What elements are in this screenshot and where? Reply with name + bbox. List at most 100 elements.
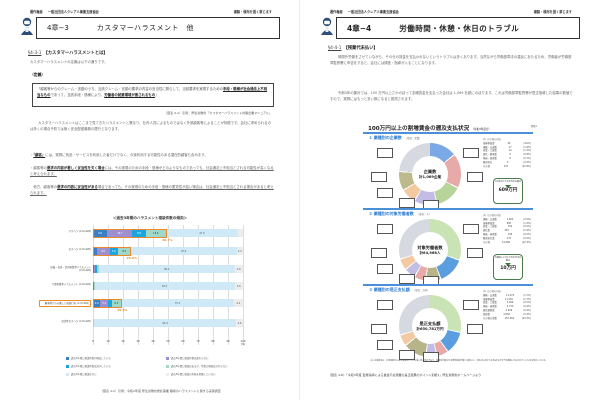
donut-center: 対象労働者数計64,968人 — [412, 232, 448, 268]
breakdown-cell: 教育研究 — [483, 160, 493, 164]
breakdown-cell: 運輸・交通業 — [483, 217, 497, 221]
body-paragraph: 時間外労働をさせていながら、その分の賃金を支払われないというトラブルは多くありま… — [330, 55, 572, 66]
unit-label: （単位：企業） — [404, 137, 422, 140]
breakdown-cell: 14,468 — [501, 240, 510, 244]
definition-text: であって、当該手段・態様により、 — [50, 93, 105, 98]
legend-item: 過去3年間に相談件数が増加している — [66, 356, 166, 360]
bar-segment: 16.7 — [107, 229, 133, 237]
donut-callout — [467, 248, 483, 258]
donut-callout — [463, 300, 479, 310]
category-label: 妊娠・出産・育児休業等ハラスメント (n=6,426) — [50, 266, 91, 273]
breakdown-table-header: (1) その他の内訳 — [483, 214, 501, 217]
copyright-label: 著作権者 — [30, 10, 43, 14]
bullet-text: 他方、顧客等の — [30, 185, 58, 189]
legend-label: 過去3年間に相談の有無を把握していない — [171, 373, 216, 376]
breakdown-cell: 17 — [508, 145, 512, 149]
breakdown-cell: 映画・演劇業 — [483, 156, 497, 160]
breakdown-cell: (1.6%) — [523, 145, 531, 149]
category-label: 介護休業等ハラスメント (n=6,426) — [51, 283, 91, 286]
breakdown-cell: (1.7%) — [523, 297, 531, 301]
donut-callout — [399, 198, 415, 208]
legend-label: 過去3年間に相談件数が増加している — [71, 357, 111, 360]
source-caption: （図表 4-D）「令和3年度 監督指導による賃金不払残業の是正結果のポイント別紙… — [328, 373, 482, 377]
definition-box: 「顧客等からのクレーム・言動のうち、当該クレーム・言動の要求の内容の妥当性に照ら… — [32, 83, 274, 107]
percent-annotation: 48.7% — [162, 238, 173, 242]
bullet-requirement: ・顧客等の要求の内容が著しく妥当性を欠く場合には、その実現のための手段・態様がど… — [30, 165, 274, 177]
arrow-down-icon — [505, 263, 511, 267]
bullet-text: ・顧客等の — [30, 166, 47, 170]
body-paragraph: カスタマーハラスメントはここまで見てきたハラスメントと異なり、社内人員によるもの… — [30, 121, 271, 132]
x-tick-label: 10 — [106, 340, 110, 343]
bullet-text: には、その実現のための手段・態様がどのようなものであっても、社会通念上不相当とさ… — [30, 166, 274, 177]
donut-center-value: 計650,781万円 — [416, 326, 444, 331]
bullet-text: 場合であっても、その実現のための手段・態様の悪質性が高い場合は、社会通念上不相当… — [30, 185, 274, 196]
chapter-title: カスタマーハラスメント 他 — [96, 24, 195, 32]
donut-callout — [377, 188, 393, 198]
x-tick-label: 30 — [136, 340, 140, 343]
breakdown-cell: 9 — [509, 153, 511, 157]
publisher-name: 一般社団法人クレア人事業支援協会 — [47, 10, 99, 14]
publisher-name: 一般社団法人クレア人事業支援協会 — [347, 10, 399, 14]
right-page: 著作権者 一般社団法人クレア人事業支援協会 複製・頒布を固く禁じます 4章−4 … — [300, 0, 600, 400]
legend-swatch — [166, 356, 169, 360]
legend-swatch — [66, 356, 69, 360]
arrow-down-icon — [505, 184, 511, 188]
donut-center: 是正支払額計650,781万円 — [412, 308, 448, 344]
breakdown-cell: (0.4%) — [523, 308, 531, 312]
legend-label: 過去3年間に相談件数は減少している — [71, 365, 111, 368]
donut-callout — [399, 350, 415, 360]
x-tick-label: 50 — [166, 340, 170, 343]
donut-chart: 是正支払額計650,781万円 — [399, 295, 461, 357]
bullet-emphasis: 「顧客」 — [33, 153, 46, 157]
legend-swatch — [66, 364, 69, 368]
donut-center-label: 企業数 — [423, 168, 437, 174]
x-tick-label: 20 — [121, 340, 125, 343]
breakdown-cell: その他 — [483, 240, 490, 244]
body-paragraph: 令和3年の集計では、100 万円以上さかのぼって割増賃金を支払った会社は 1,0… — [330, 91, 573, 102]
left-page: 著作権者 一般社団法人クレア人事業支援協会 複製・頒布を固く禁じます 4章−3 … — [21, 10, 280, 393]
bar-segment — [94, 265, 96, 273]
donut-chart: 対象労働者数計64,968人 — [399, 219, 461, 281]
bar-segment: 4.9 — [93, 299, 101, 307]
x-tick-label: 60 — [181, 340, 185, 343]
bullet-text: ・ — [30, 153, 34, 157]
chapter-title: 労働時間・休憩・休日のトラブル — [399, 23, 520, 33]
donut-callout — [423, 200, 439, 210]
breakdown-row: 運輸・交通業 17 (1.6%) — [483, 146, 531, 150]
breakdown-cell: 運輸・交通業 — [483, 293, 497, 297]
section-heading: §4-3-1【カスタマーハラスメントとは】 — [28, 50, 108, 56]
donut-callout — [371, 324, 387, 334]
breakdown-cell: 運輸・交通業 — [483, 145, 497, 149]
breakdown-cell: 接客娯楽業 — [483, 141, 495, 145]
category-label: セクハラ (n=6,426) — [68, 248, 91, 251]
x-tick-label: 100 — [240, 340, 246, 343]
section-heading: §4-4-1【残業代未払い】 — [328, 45, 378, 51]
bar-segment: 8.4 — [118, 247, 131, 255]
breakdown-cell: (0.4%) — [523, 305, 531, 309]
breakdown-cell: (0.3%) — [523, 312, 531, 316]
chart-caption: （図表 4-C）引用：令和2年度 厚生労働省委託事業 職場のハラスメントに関する… — [100, 389, 221, 393]
bar-segment: 6.2 — [233, 299, 243, 307]
x-tick-label: 80 — [211, 340, 215, 343]
breakdown-cell: 教育研究業 — [483, 236, 495, 240]
legend-label: 過去3年間に相談件数は変わらない — [171, 357, 209, 360]
breakdown-cell: (1.3%) — [523, 149, 531, 153]
breakdown-cell: (2.5%) — [523, 217, 531, 221]
bullet-text: には、実際に商品・サービスを利用した者だけでなく、今後利用する可能性のある潜在的… — [45, 153, 208, 157]
bar-segment: 93.3 — [94, 282, 235, 290]
bullet-emphasis: 要求の内容に妥当性がある — [57, 185, 98, 189]
